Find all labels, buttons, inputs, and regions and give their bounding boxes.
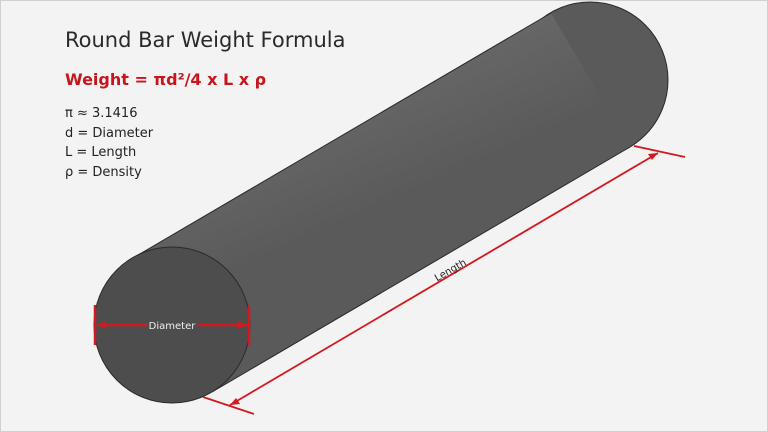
page-title: Round Bar Weight Formula — [65, 28, 346, 52]
diameter-dimension — [93, 305, 251, 345]
legend-diameter: d = Diameter — [65, 125, 154, 141]
weight-formula: Weight = πd²/4 x L x ρ — [65, 70, 267, 89]
diameter-label: Diameter — [149, 321, 197, 332]
variable-legend: π ≈ 3.1416 d = Diameter L = Length ρ = D… — [65, 104, 153, 182]
legend-pi: π ≈ 3.1416 — [65, 106, 138, 121]
bar-body — [133, 13, 630, 392]
legend-length: L = Length — [65, 145, 137, 160]
legend-density: ρ = Density — [65, 164, 142, 180]
length-label: Length — [433, 257, 468, 284]
length-dimension — [202, 145, 686, 415]
